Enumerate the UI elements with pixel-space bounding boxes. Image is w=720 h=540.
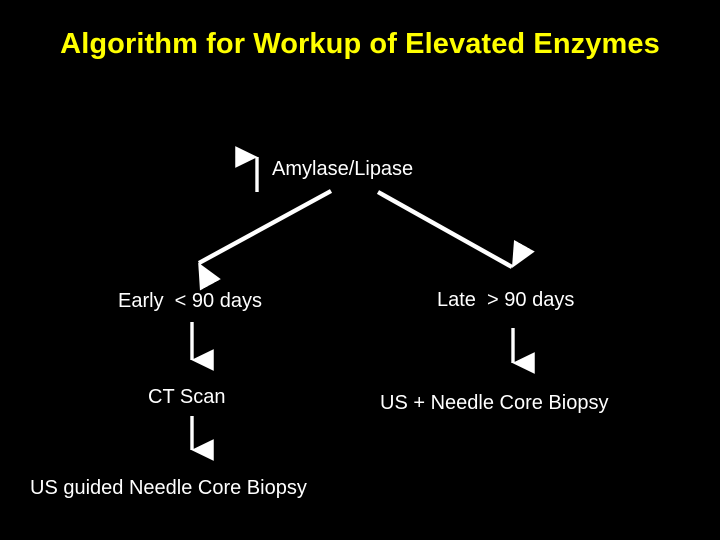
node-us-needle-core-biopsy: US + Needle Core Biopsy [380, 392, 609, 414]
node-amylase-lipase: Amylase/Lipase [272, 158, 414, 180]
arrow-amylase-to-early-icon [197, 189, 333, 291]
arrow-amylase-to-late-icon [376, 190, 535, 269]
node-us-guided-needle-core-biopsy: US guided Needle Core Biopsy [30, 477, 307, 499]
node-ct-scan: CT Scan [148, 386, 226, 408]
node-early: Early < 90 days [118, 290, 262, 312]
page-title: Algorithm for Workup of Elevated Enzymes [60, 28, 660, 60]
node-late: Late > 90 days [437, 289, 575, 311]
